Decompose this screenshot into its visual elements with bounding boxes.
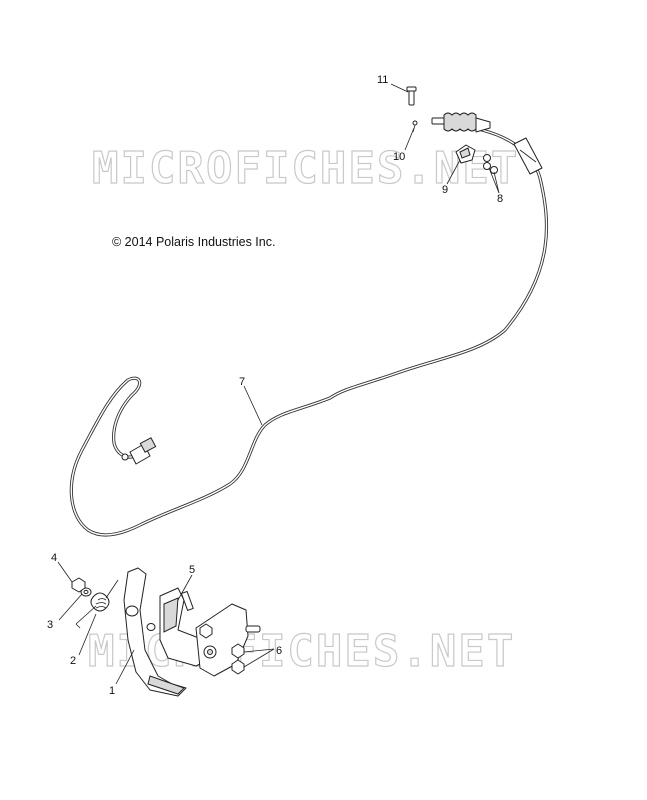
callout-4: 4 <box>51 552 57 564</box>
throttle-cable <box>69 128 549 537</box>
copyright-text: © 2014 Polaris Industries Inc. <box>112 235 275 249</box>
pedal-assembly <box>71 567 261 697</box>
cable-upper-end <box>431 112 543 175</box>
callout-8: 8 <box>497 193 503 205</box>
callout-2: 2 <box>70 655 76 667</box>
callout-11: 11 <box>377 74 388 86</box>
callout-10: 10 <box>393 151 405 163</box>
callout-9: 9 <box>442 184 448 196</box>
nuts-part-8 <box>483 154 498 174</box>
cable-lower-end <box>121 437 157 465</box>
watermark-top: MICROFICHES.NET <box>92 143 519 194</box>
callouts: 11 10 9 8 7 5 6 1 2 3 4 <box>47 74 503 697</box>
pin-part-10 <box>412 120 418 133</box>
callout-3: 3 <box>47 619 53 631</box>
callout-1: 1 <box>109 685 115 697</box>
bolt-part-11 <box>406 86 417 106</box>
callout-6: 6 <box>276 645 282 657</box>
leader-lines <box>57 83 500 685</box>
bracket-part-9 <box>455 144 476 164</box>
watermark-bottom: MICROFICHES.NET <box>88 626 515 677</box>
callout-7: 7 <box>239 376 245 388</box>
callout-5: 5 <box>189 564 195 576</box>
